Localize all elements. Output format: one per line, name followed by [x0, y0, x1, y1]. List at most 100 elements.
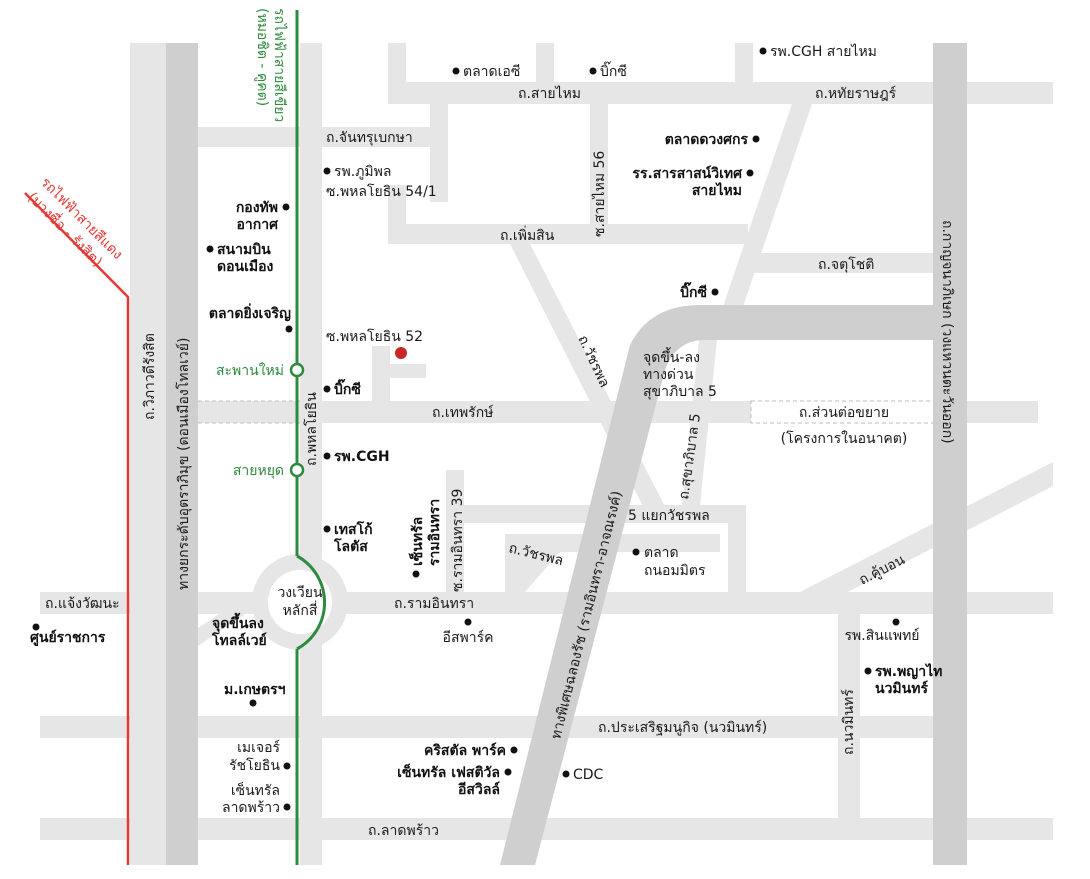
poi-talad-ying-charoen[interactable]: ตลาดยิ่งเจริญ [209, 303, 291, 322]
label-sai-mai: ถ.สายไหม [518, 85, 581, 102]
poi-talad-2[interactable]: ถนอมมิตร [644, 563, 706, 579]
poi-central-fest-1[interactable]: เซ็นทรัล เฟสติวัล [397, 763, 500, 781]
station-saphan-mai-marker[interactable] [289, 362, 305, 378]
green-line-label: รถไฟฟ้าสายสีเขียว [271, 8, 288, 122]
poi-tesco-1[interactable]: เทสโก้ [334, 520, 373, 538]
poi-talad-or-sor[interactable]: ตลาดเอซี [463, 64, 520, 80]
poi-dot[interactable] [632, 548, 640, 556]
poi-dot[interactable] [249, 699, 257, 707]
poi-dot[interactable] [746, 169, 754, 177]
road-tollway-ramp [198, 600, 248, 646]
poi-bhumibol[interactable]: รพ.ภูมิพล [334, 164, 391, 180]
green-line-loop [296, 554, 326, 651]
poi-air-force-1[interactable]: กองทัพ [236, 200, 278, 216]
poi-cgh-sai-mai[interactable]: รพ.CGH สายไหม [770, 43, 877, 60]
poi-dot[interactable] [323, 525, 331, 533]
road-kanchanaphisek [933, 43, 967, 865]
label-tollway-ramp-1: จุดขึ้นลง [212, 612, 264, 632]
poi-airport-1[interactable]: สนามบิน [217, 242, 271, 258]
road-sai-mai-spur-1 [536, 43, 554, 88]
poi-dot[interactable] [283, 803, 291, 811]
poi-talad-duang-sakorn[interactable]: ตลาดดวงศกร [665, 132, 749, 148]
poi-dot[interactable] [323, 385, 331, 393]
poi-air-force-2[interactable]: อากาศ [237, 217, 280, 233]
poi-dot[interactable] [504, 768, 512, 776]
poi-tesco-2[interactable]: โลตัส [333, 537, 368, 555]
poi-dot[interactable] [283, 762, 291, 770]
poi-dot[interactable] [464, 618, 472, 626]
label-prasert-manukit: ถ.ประเสริฐมนูกิจ (นวมินทร์) [598, 719, 767, 736]
label-chan-subeksa: ถ.จันทรุเบกษา [326, 130, 413, 146]
poi-dot[interactable] [759, 47, 767, 55]
poi-dot[interactable] [285, 325, 293, 333]
label-phaholyothin-54-1: ซ.พหลโยธิน 54/1 [326, 183, 437, 200]
destination-marker[interactable] [395, 347, 407, 359]
poi-big-c-1[interactable]: บิ๊กซี [600, 61, 627, 80]
poi-dot[interactable] [452, 67, 460, 75]
label-chaeng-watthana: ถ.แจ้งวัฒนะ [45, 596, 120, 612]
poi-central-fest-2[interactable]: อีสวิลล์ [457, 781, 500, 798]
station-sai-yut-label[interactable]: สายหยุด [233, 463, 284, 479]
poi-major-2[interactable]: รัชโยธิน [229, 757, 280, 774]
poi-central-ram-2[interactable]: รามอินทรา [427, 499, 443, 566]
poi-dot[interactable] [282, 203, 290, 211]
poi-dot[interactable] [510, 746, 518, 754]
green-line-sub: (หมอชิต - คูคต) [254, 8, 270, 106]
points-of-interest: ตลาดเอซี บิ๊กซี รพ.CGH สายไหม ตลาดดวงศกร… [30, 43, 942, 816]
label-lat-phrao: ถ.ลาดพร้าว [368, 823, 439, 839]
label-soi-sai-mai-56: ซ.สายไหม 56 [591, 151, 608, 237]
poi-school-1[interactable]: รร.สารสาสน์วิเทศ [632, 165, 743, 182]
poi-big-c-2[interactable]: บิ๊กซี [680, 281, 707, 301]
label-exp-ramp: จุดขึ้น-ลง [643, 347, 700, 366]
station-saphan-mai-label[interactable]: สะพานใหม่ [216, 362, 284, 379]
poi-cdc[interactable]: CDC [573, 767, 604, 783]
road-lat-phrao [40, 818, 1053, 840]
road-ram-inthra-39 [446, 470, 464, 595]
poi-dot[interactable] [32, 623, 40, 631]
poi-major-1[interactable]: เมเจอร์ [237, 739, 280, 756]
poi-dot[interactable] [711, 288, 719, 296]
poi-dot[interactable] [892, 618, 900, 626]
poi-dot[interactable] [323, 452, 331, 460]
road-soi-sai-mai-56 [590, 104, 608, 234]
poi-dot[interactable] [864, 667, 872, 675]
road-vibhavadi [130, 43, 166, 865]
label-ram-inthra: ถ.รามอินทรา [394, 596, 474, 612]
poi-dot[interactable] [206, 245, 214, 253]
label-phaholyothin: ถ.พหลโยธิน [303, 392, 320, 466]
road-phoem-sin [388, 224, 748, 244]
label-extension-sub: (โครงการในอนาคต) [781, 430, 908, 447]
station-sai-yut-marker[interactable] [289, 462, 305, 478]
poi-dot[interactable] [412, 570, 420, 578]
poi-central-lp-1[interactable]: เซ็นทรัล [231, 781, 280, 799]
poi-central-lp-2[interactable]: ลาดพร้าว [222, 800, 280, 816]
poi-central-ram-1[interactable]: เซ็นทรัล [408, 517, 426, 566]
label-5-yaek: 5 แยกวัชรพล [628, 508, 710, 524]
poi-airport-2[interactable]: ดอนเมือง [217, 259, 273, 275]
poi-school-2[interactable]: สายไหม [692, 181, 742, 199]
poi-dot[interactable] [589, 67, 597, 75]
road-thanom-mit [728, 523, 746, 595]
road-phaholyothin [300, 43, 322, 865]
poi-phyathai-1[interactable]: รพ.พญาไท [875, 662, 942, 680]
label-exp-ramp-2: ทางด่วน [643, 367, 694, 383]
poi-east-park[interactable]: อีสพาร์ค [443, 629, 494, 646]
poi-dot[interactable] [752, 135, 760, 143]
poi-sinphaet[interactable]: รพ.สินแพทย์ [845, 627, 920, 644]
poi-cgh[interactable]: รพ.CGH [334, 449, 390, 465]
road-soi-54-1 [430, 82, 448, 202]
poi-crystal[interactable]: คริสตัล พาร์ค [424, 742, 506, 759]
road-chalong-rat-expressway [500, 305, 933, 865]
poi-talad-1[interactable]: ตลาด [644, 545, 679, 561]
poi-govt[interactable]: ศูนย์ราชการ [30, 629, 106, 646]
road-chan-subeksa [198, 127, 448, 147]
road-sai-mai-west [388, 43, 406, 103]
poi-dot[interactable] [323, 167, 331, 175]
poi-big-c-3[interactable]: บิ๊กซี [334, 378, 361, 398]
label-nawamin: ถ.นวมินทร์ [840, 689, 857, 755]
poi-kaset[interactable]: ม.เกษตรฯ [224, 682, 286, 698]
road-chatuchot [742, 253, 957, 273]
poi-phyathai-2[interactable]: นวมินทร์ [875, 680, 928, 697]
poi-dot[interactable] [562, 770, 570, 778]
